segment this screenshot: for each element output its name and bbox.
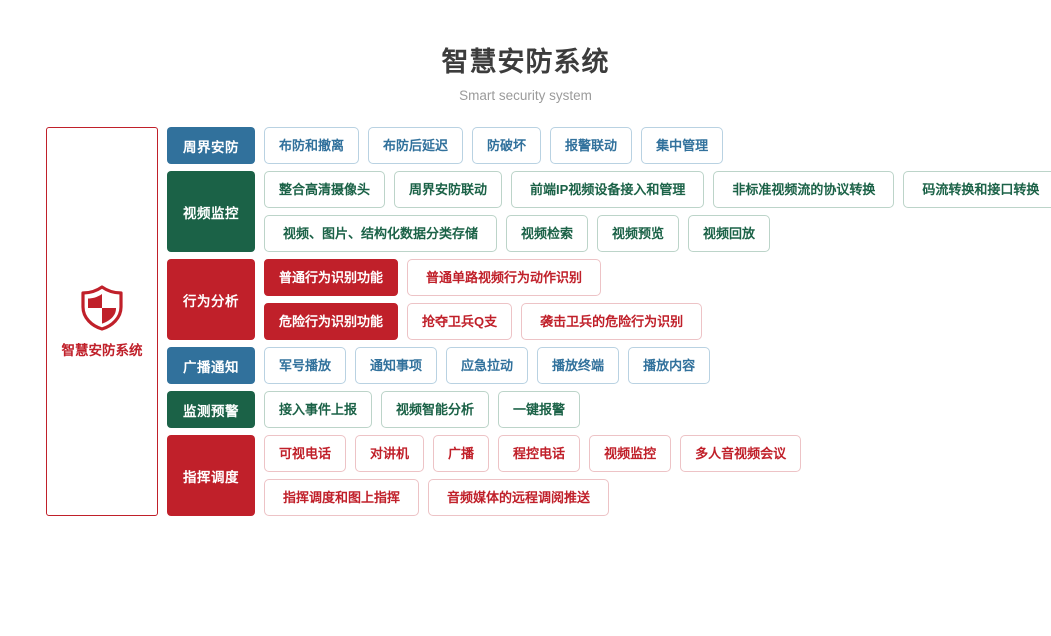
feature-item[interactable]: 多人音视频会议 [680,435,802,472]
category-items: 布防和撤离布防后延迟防破坏报警联动集中管理 [264,127,1051,164]
feature-item[interactable]: 音频媒体的远程调阅推送 [428,479,610,516]
feature-item[interactable]: 程控电话 [498,435,581,472]
category-items: 接入事件上报视频智能分析一键报警 [264,391,1051,428]
feature-item[interactable]: 视频预览 [597,215,680,252]
category-row: 指挥调度可视电话对讲机广播程控电话视频监控多人音视频会议指挥调度和图上指挥音频媒… [167,435,1051,516]
feature-item[interactable]: 视频检索 [506,215,589,252]
feature-item[interactable]: 抢夺卫兵Q支 [407,303,513,340]
feature-item[interactable]: 一键报警 [498,391,581,428]
category-items: 整合高清摄像头周界安防联动前端IP视频设备接入和管理非标准视频流的协议转换码流转… [264,171,1051,252]
feature-item[interactable]: 集中管理 [641,127,724,164]
feature-item[interactable]: 周界安防联动 [394,171,503,208]
feature-item[interactable]: 指挥调度和图上指挥 [264,479,420,516]
page-title: 智慧安防系统 [441,47,610,77]
feature-item[interactable]: 码流转换和接口转换 [903,171,1051,208]
category-row: 监测预警接入事件上报视频智能分析一键报警 [167,391,1051,428]
feature-item[interactable]: 前端IP视频设备接入和管理 [511,171,705,208]
item-line: 布防和撤离布防后延迟防破坏报警联动集中管理 [264,127,1051,164]
item-line: 视频、图片、结构化数据分类存储视频检索视频预览视频回放 [264,215,1051,252]
category-items: 可视电话对讲机广播程控电话视频监控多人音视频会议指挥调度和图上指挥音频媒体的远程… [264,435,1051,516]
shield-icon [80,284,124,331]
category-label-3[interactable]: 广播通知 [167,347,255,384]
feature-item[interactable]: 袭击卫兵的危险行为识别 [521,303,703,340]
feature-item[interactable]: 非标准视频流的协议转换 [713,171,895,208]
feature-item[interactable]: 广播 [433,435,490,472]
category-label-4[interactable]: 监测预警 [167,391,255,428]
feature-item[interactable]: 应急拉动 [446,347,529,384]
feature-item[interactable]: 军号播放 [264,347,347,384]
feature-item[interactable]: 防破坏 [472,127,542,164]
category-items: 军号播放通知事项应急拉动播放终端播放内容 [264,347,1051,384]
feature-item[interactable]: 可视电话 [264,435,347,472]
category-label-0[interactable]: 周界安防 [167,127,255,164]
diagram-board: 智慧安防系统 周界安防布防和撤离布防后延迟防破坏报警联动集中管理视频监控整合高清… [0,127,1051,516]
page-subtitle: Smart security system [459,88,592,103]
item-line: 军号播放通知事项应急拉动播放终端播放内容 [264,347,1051,384]
item-line: 普通行为识别功能普通单路视频行为动作识别 [264,259,1051,296]
item-line: 指挥调度和图上指挥音频媒体的远程调阅推送 [264,479,1051,516]
feature-item[interactable]: 播放内容 [628,347,711,384]
category-label-2[interactable]: 行为分析 [167,259,255,340]
category-label-5[interactable]: 指挥调度 [167,435,255,516]
item-line: 可视电话对讲机广播程控电话视频监控多人音视频会议 [264,435,1051,472]
feature-item[interactable]: 危险行为识别功能 [264,303,399,340]
category-row: 广播通知军号播放通知事项应急拉动播放终端播放内容 [167,347,1051,384]
feature-item[interactable]: 视频智能分析 [381,391,490,428]
item-line: 整合高清摄像头周界安防联动前端IP视频设备接入和管理非标准视频流的协议转换码流转… [264,171,1051,208]
feature-item[interactable]: 布防和撤离 [264,127,360,164]
feature-item[interactable]: 普通行为识别功能 [264,259,399,296]
category-items: 普通行为识别功能普通单路视频行为动作识别危险行为识别功能抢夺卫兵Q支袭击卫兵的危… [264,259,1051,340]
page-header: 智慧安防系统 Smart security system [0,0,1051,103]
item-line: 危险行为识别功能抢夺卫兵Q支袭击卫兵的危险行为识别 [264,303,1051,340]
category-row: 行为分析普通行为识别功能普通单路视频行为动作识别危险行为识别功能抢夺卫兵Q支袭击… [167,259,1051,340]
feature-item[interactable]: 整合高清摄像头 [264,171,386,208]
feature-item[interactable]: 视频回放 [688,215,771,252]
item-line: 接入事件上报视频智能分析一键报警 [264,391,1051,428]
category-row: 周界安防布防和撤离布防后延迟防破坏报警联动集中管理 [167,127,1051,164]
feature-item[interactable]: 视频、图片、结构化数据分类存储 [264,215,498,252]
brand-panel: 智慧安防系统 [46,127,158,516]
feature-item[interactable]: 普通单路视频行为动作识别 [407,259,602,296]
feature-item[interactable]: 布防后延迟 [368,127,464,164]
feature-item[interactable]: 播放终端 [537,347,620,384]
feature-item[interactable]: 视频监控 [589,435,672,472]
brand-label: 智慧安防系统 [61,342,143,358]
category-rows: 周界安防布防和撤离布防后延迟防破坏报警联动集中管理视频监控整合高清摄像头周界安防… [167,127,1051,516]
feature-item[interactable]: 接入事件上报 [264,391,373,428]
category-label-1[interactable]: 视频监控 [167,171,255,252]
feature-item[interactable]: 对讲机 [355,435,425,472]
feature-item[interactable]: 报警联动 [550,127,633,164]
category-row: 视频监控整合高清摄像头周界安防联动前端IP视频设备接入和管理非标准视频流的协议转… [167,171,1051,252]
feature-item[interactable]: 通知事项 [355,347,438,384]
